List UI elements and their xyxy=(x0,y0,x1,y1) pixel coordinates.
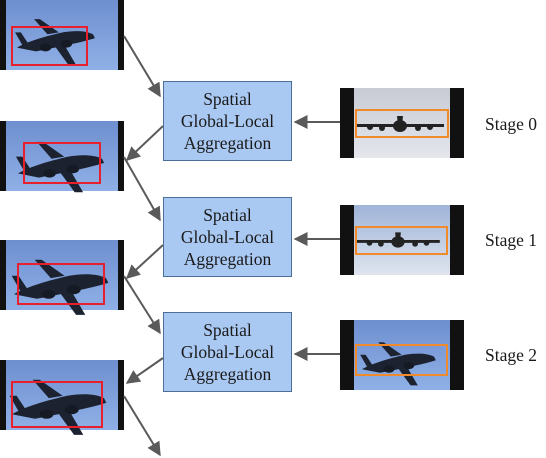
module-line-2: Global-Local xyxy=(180,111,275,131)
module-line-2: Global-Local xyxy=(180,342,275,362)
arrow-module2-to-frame3 xyxy=(125,357,164,384)
module-line-1: Spatial xyxy=(203,89,252,109)
search-box xyxy=(23,142,101,184)
template-frame-0 xyxy=(340,88,464,158)
aggregation-module-1: Spatial Global-Local Aggregation xyxy=(163,197,292,277)
arrow-frame0-to-module0 xyxy=(123,35,161,98)
aggregation-module-2: Spatial Global-Local Aggregation xyxy=(163,312,292,392)
arrow-frame1-to-module1 xyxy=(123,156,161,222)
template-frame-2 xyxy=(340,320,464,390)
template-box xyxy=(355,109,449,138)
stage-label-2: Stage 2 xyxy=(485,345,538,365)
module-line-2: Global-Local xyxy=(180,227,275,247)
arrow-frame2-to-module2 xyxy=(123,275,161,335)
search-box xyxy=(11,26,88,66)
search-frame-1 xyxy=(0,121,124,193)
arrows xyxy=(123,35,340,457)
module-line-3: Aggregation xyxy=(183,133,272,153)
search-box xyxy=(17,263,105,305)
arrow-module0-to-frame1 xyxy=(125,125,164,161)
module-line-3: Aggregation xyxy=(183,249,272,269)
search-frame-2 xyxy=(0,240,124,315)
arrow-frame3-out xyxy=(123,395,161,457)
search-frame-3 xyxy=(0,360,124,435)
stage-label-1: Stage 1 xyxy=(485,230,538,250)
module-line-1: Spatial xyxy=(203,205,252,225)
stage-label-0: Stage 0 xyxy=(485,114,538,134)
arrow-module1-to-frame2 xyxy=(125,244,164,279)
module-line-1: Spatial xyxy=(203,320,252,340)
module-line-3: Aggregation xyxy=(183,364,272,384)
aggregation-module-0: Spatial Global-Local Aggregation xyxy=(163,81,292,161)
search-box xyxy=(11,381,103,428)
search-frame-0 xyxy=(0,0,124,70)
template-frame-1 xyxy=(340,205,464,275)
template-box xyxy=(355,226,448,255)
template-box xyxy=(355,344,448,376)
